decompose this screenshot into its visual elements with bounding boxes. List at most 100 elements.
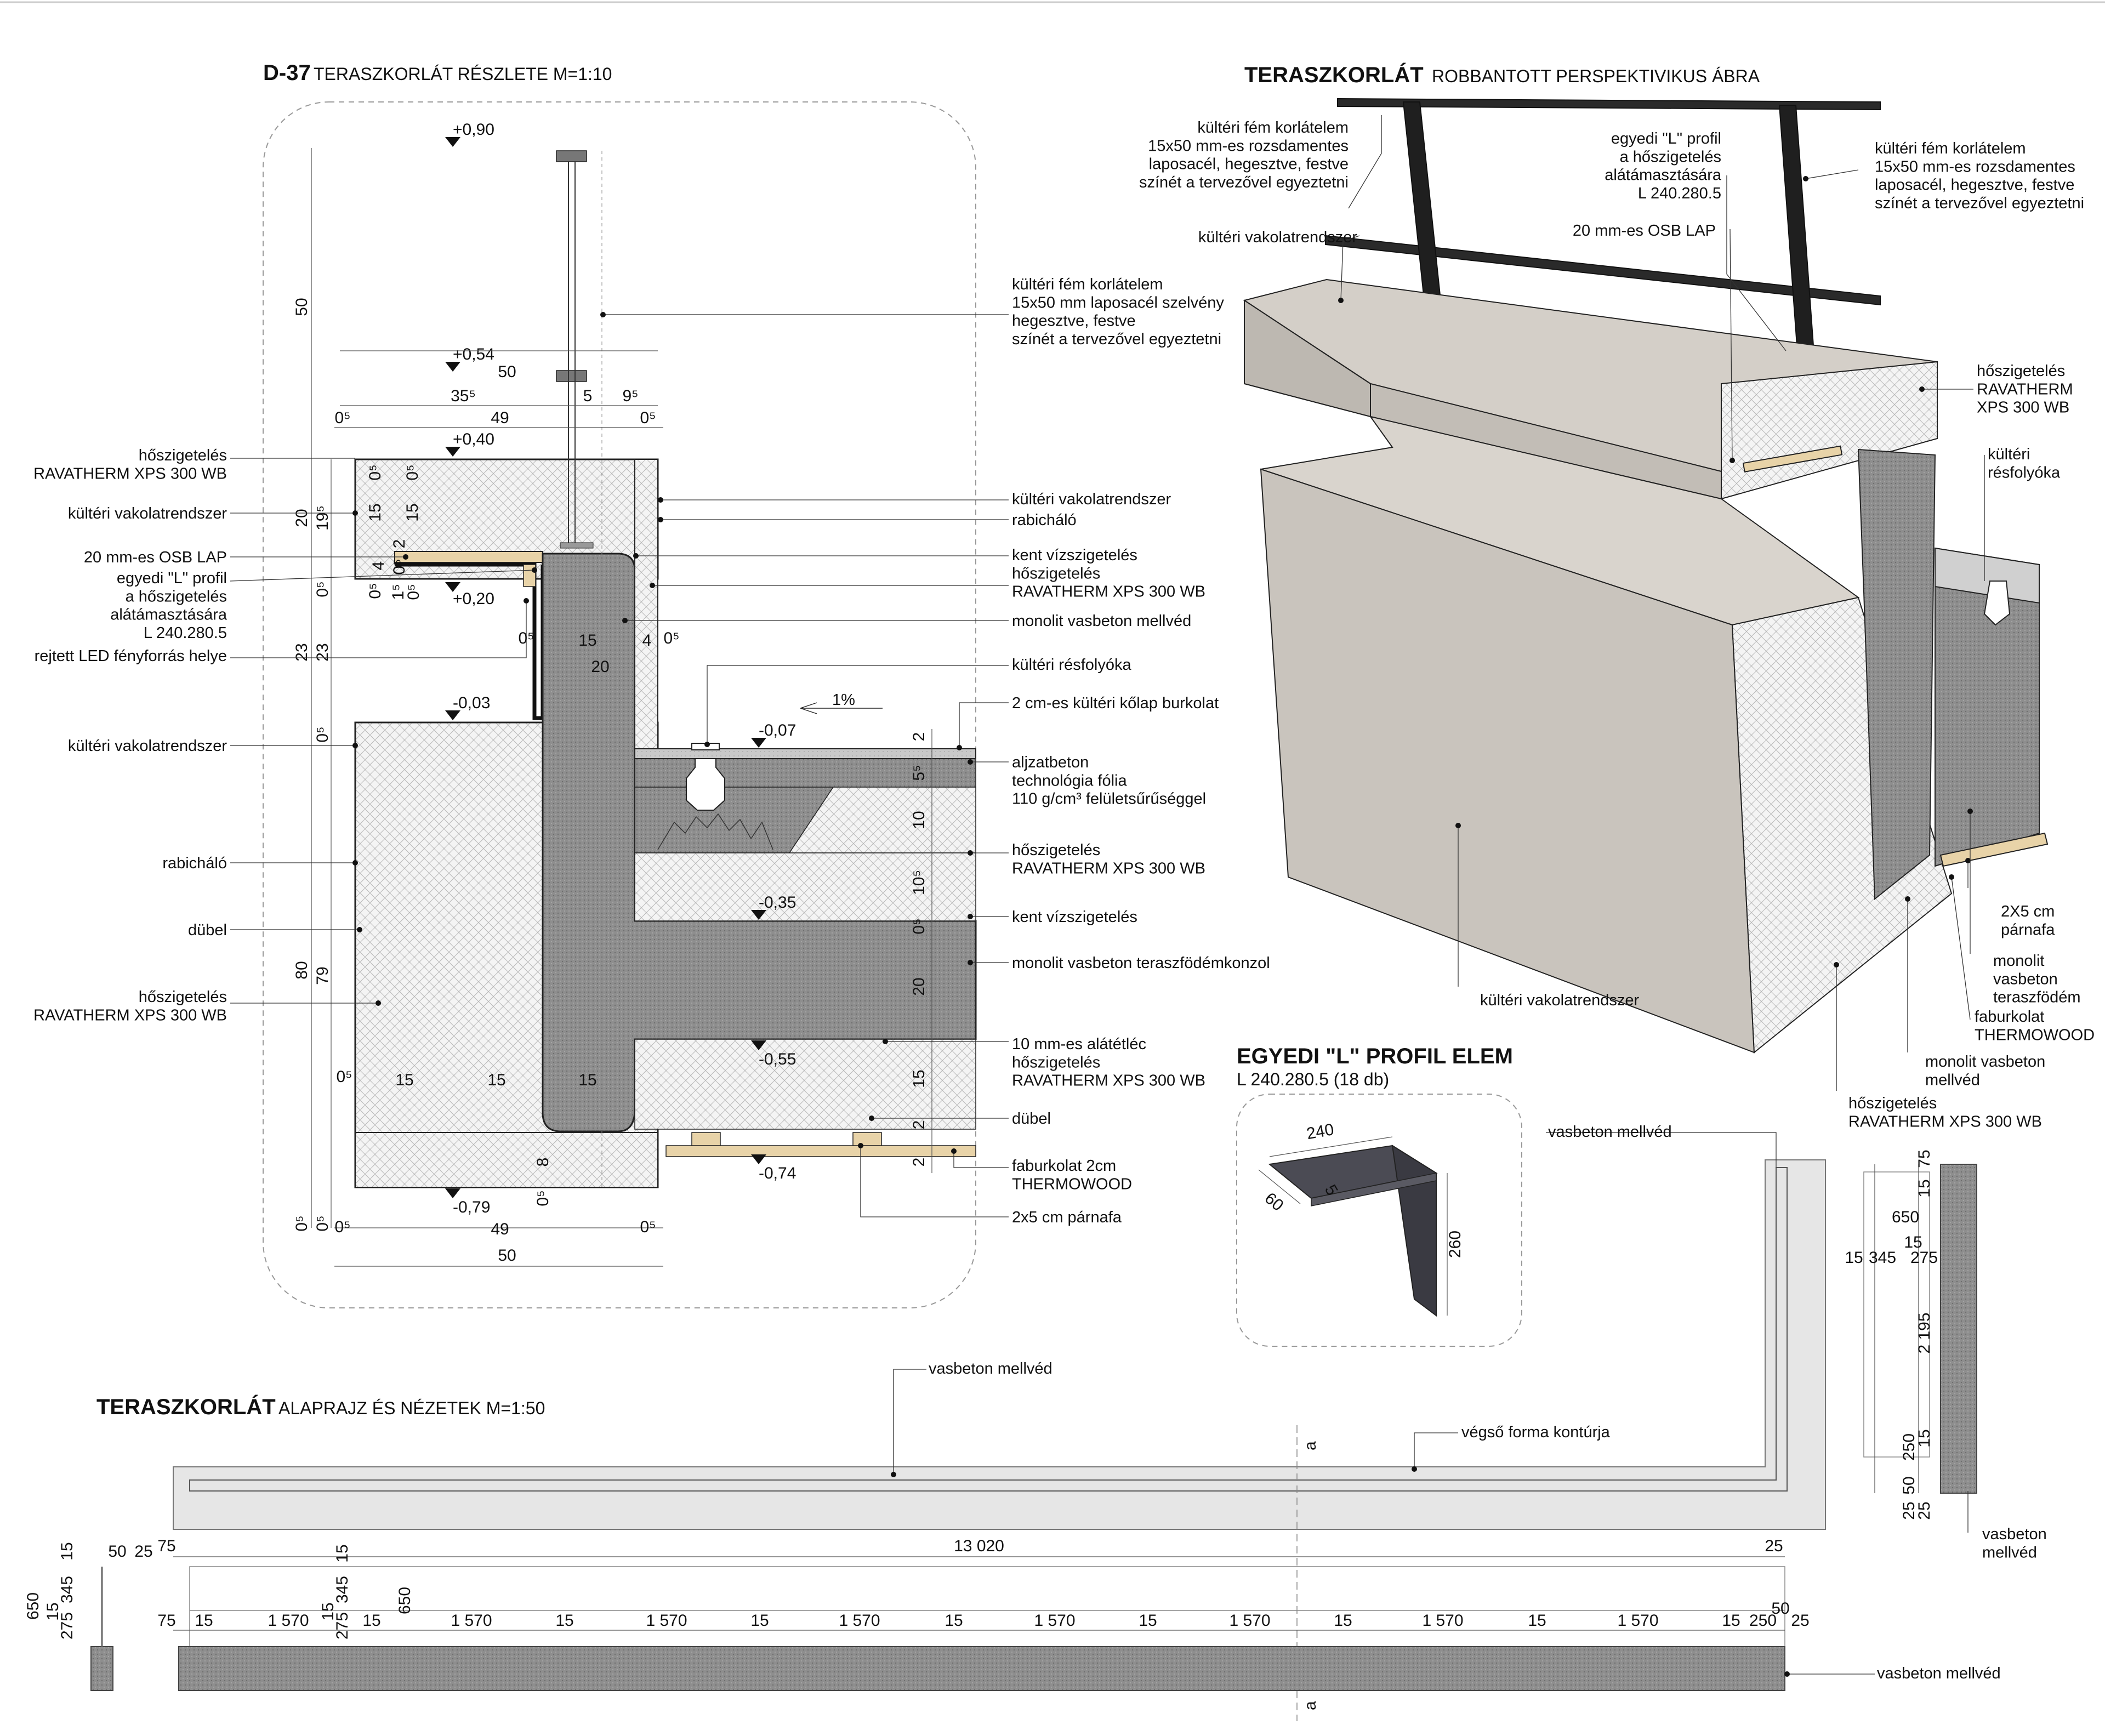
dim-inner: 0⁵ xyxy=(403,464,422,480)
perspective-callout: 20 mm-es OSB LAP xyxy=(1573,222,1716,240)
bay-end-dim: 50 xyxy=(1771,1600,1789,1618)
bay-dim: 15 xyxy=(1528,1612,1546,1630)
plan-total-dim: 13 020 xyxy=(954,1537,1004,1555)
plan-parapet xyxy=(173,1159,1826,1530)
level-value: -0,74 xyxy=(759,1164,796,1182)
perspective-osb xyxy=(1742,445,1843,473)
detail-title: TERASZKORLÁT RÉSZLETE M=1:10 xyxy=(314,64,612,84)
side-view-parapet xyxy=(90,1646,113,1691)
callout-right: 2 cm-es kültéri kőlap burkolat xyxy=(1012,695,1219,712)
side-left-dim: 345 xyxy=(58,1576,76,1603)
bay-dim: 1 570 xyxy=(1034,1612,1075,1630)
base-insulation xyxy=(355,1132,658,1188)
detail-section-d37: D-37 TERASZKORLÁT RÉSZLETE M=1:10 xyxy=(33,61,1270,1308)
dim-inner: 15 xyxy=(578,631,596,650)
bay-dim: 15 xyxy=(362,1612,380,1630)
bay-dim: 1 570 xyxy=(839,1612,880,1630)
plan-leaders xyxy=(891,1132,1969,1677)
railing-top-bar xyxy=(556,150,587,162)
dim-right: 10 xyxy=(910,811,928,829)
profile-title: EGYEDI "L" PROFIL ELEM xyxy=(1237,1044,1513,1068)
dim-inner: 0⁵ xyxy=(390,559,408,574)
dim-left: 23 xyxy=(293,643,311,661)
level-marker-020: +0,20 xyxy=(445,582,494,608)
bay-start-dim: 75 xyxy=(157,1612,175,1630)
detail-frame xyxy=(263,101,976,1308)
bay-dim: 1 570 xyxy=(268,1612,309,1630)
dim-inner: 8 xyxy=(534,1158,552,1167)
level-marker-054: +0,54 xyxy=(445,345,494,372)
bay-dim: 15 xyxy=(1139,1612,1157,1630)
perspective-leaders xyxy=(1338,115,1985,1091)
dim-left: 0⁵ xyxy=(314,1215,332,1231)
slot-drain xyxy=(686,758,725,811)
level-value: -0,03 xyxy=(453,694,490,712)
bay-dim: 1 570 xyxy=(451,1612,492,1630)
bay-dim: 1 570 xyxy=(1617,1612,1658,1630)
dim-left: 20 xyxy=(293,509,311,527)
section-dim: 250 xyxy=(1900,1433,1918,1461)
level-marker-003: -0,03 xyxy=(445,694,490,720)
side-left-dim: 15 xyxy=(44,1602,62,1620)
bay-dim: 1 570 xyxy=(646,1612,687,1630)
section-dim: 50 xyxy=(1900,1476,1918,1494)
section-parapet xyxy=(1940,1164,1977,1494)
dim-inner: 0⁵ xyxy=(405,584,423,600)
level-value: -0,35 xyxy=(759,893,796,912)
callout-right: kent vízszigetelés xyxy=(1012,908,1137,926)
dim-inner: 15 xyxy=(395,1071,413,1089)
dim-inner: 0⁵ xyxy=(366,464,384,480)
slope-label: 1% xyxy=(832,691,855,709)
dim-bottom: 50 xyxy=(498,1246,516,1265)
leaders-right xyxy=(600,312,1009,1217)
plan-callout: vasbeton mellvéd xyxy=(929,1360,1052,1378)
dim-inner: 15 xyxy=(578,1071,596,1089)
dim-top: 35⁵ xyxy=(451,387,476,405)
perspective-railing xyxy=(1325,98,1881,361)
dim-left: 19⁵ xyxy=(314,505,332,531)
elev-left-dim: 15 xyxy=(333,1544,351,1562)
section-mark-bottom: a xyxy=(1301,1701,1319,1710)
level-marker-007: -0,07 xyxy=(751,721,796,748)
side-top-dim: 25 xyxy=(134,1543,152,1561)
perspective-title-rest: ROBBANTOTT PERSPEKTIVIKUS ÁBRA xyxy=(1432,66,1760,86)
bay-dim: 15 xyxy=(1722,1612,1740,1630)
callout-left: kültéri vakolatrendszer xyxy=(68,737,227,755)
level-value: +0,40 xyxy=(453,430,494,448)
dim-top: 0⁵ xyxy=(640,409,656,427)
section-dim: 275 xyxy=(1910,1249,1938,1267)
dims-bottom-group: 0⁵ 49 0⁵ 50 xyxy=(334,1218,656,1265)
section-dim: 345 xyxy=(1869,1249,1896,1267)
dim-right: 20 xyxy=(910,977,928,995)
dim-left: 23 xyxy=(314,643,332,661)
concrete-parapet-and-slab xyxy=(542,553,977,1132)
elev-left-dim: 650 xyxy=(396,1587,414,1614)
detail-code: D-37 xyxy=(263,61,311,85)
level-marker-079: -0,79 xyxy=(445,1188,490,1216)
perspective-callout: kültéri vakolatrendszer xyxy=(1480,992,1639,1009)
section-dim: 15 xyxy=(1915,1179,1933,1197)
level-value: -0,55 xyxy=(759,1050,796,1068)
callout-left: rabicháló xyxy=(162,855,227,872)
dim-left: 0⁵ xyxy=(293,1215,311,1231)
section-dim: 25 xyxy=(1900,1501,1918,1519)
dim-inner: 4 xyxy=(369,561,388,571)
dim-inner: 1⁵ xyxy=(389,584,407,600)
side-left-dim: 15 xyxy=(58,1542,76,1560)
perspective-thermowood xyxy=(1939,832,2049,867)
level-value: +0,90 xyxy=(453,121,494,139)
section-dim: 15 xyxy=(1845,1249,1863,1267)
section-dim: 650 xyxy=(1892,1208,1919,1226)
bay-dim: 1 570 xyxy=(1422,1612,1463,1630)
elev-left-dim: 345 xyxy=(333,1576,351,1603)
dim-inner: 2 xyxy=(390,539,408,549)
